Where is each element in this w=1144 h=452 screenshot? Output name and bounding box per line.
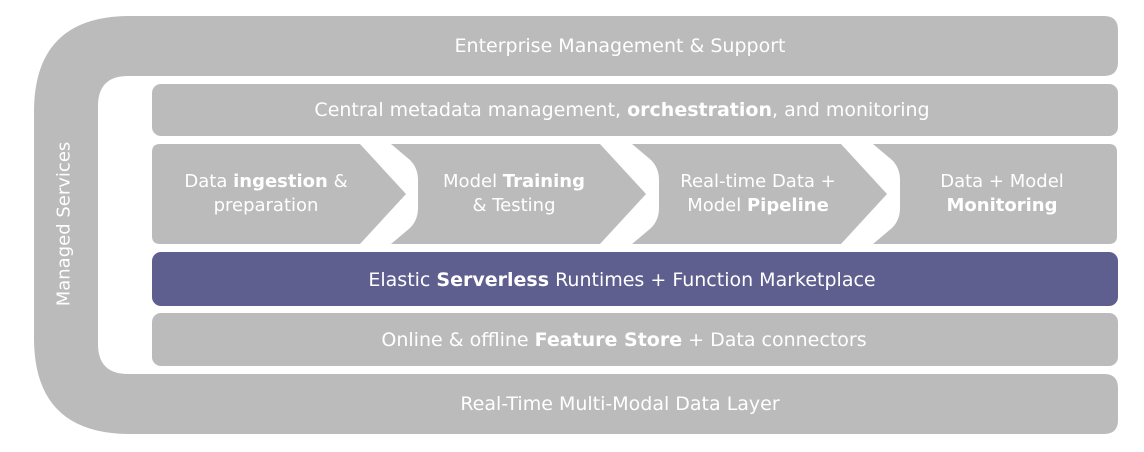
stage-4-line2-bold: Monitoring <box>946 195 1058 216</box>
stage-shape-ingestion <box>152 144 406 244</box>
stage-label-pipeline: Real-time Data + Model Pipeline <box>680 170 835 218</box>
stage-2-line1-bold: Training <box>502 171 585 192</box>
stage-label-monitoring: Data + Model Monitoring <box>940 170 1064 218</box>
metadata-bar-text-bold: orchestration <box>627 99 772 121</box>
stage-label-training: Model Training & Testing <box>443 170 585 218</box>
stage-shape-monitoring <box>873 144 1117 244</box>
metadata-bar-label: Central metadata management, orchestrati… <box>314 98 929 122</box>
stage-3-line2-bold: Pipeline <box>746 195 829 216</box>
feature-store-bar-text-post: + Data connectors <box>682 329 867 351</box>
stage-2-line2-pre: & Testing <box>472 195 556 216</box>
stage-label-ingestion: Data ingestion & preparation <box>184 170 347 218</box>
stage-shape-pipeline <box>632 144 887 244</box>
metadata-bar-text-post: , and monitoring <box>771 99 930 121</box>
stage-1-line1-post: & <box>327 171 348 192</box>
serverless-bar-label: Elastic Serverless Runtimes + Function M… <box>368 268 875 292</box>
stage-4-line1-pre: Data + Model <box>940 171 1064 192</box>
serverless-bar <box>152 252 1118 306</box>
feature-store-bar <box>152 313 1118 366</box>
serverless-bar-text-bold: Serverless <box>436 269 550 291</box>
managed-services-frame <box>34 16 1118 434</box>
stage-1-line2-pre: preparation <box>213 195 319 216</box>
metadata-bar <box>152 84 1118 136</box>
stage-3-line1-pre: Real-time Data + <box>680 171 836 192</box>
stage-shape-training <box>391 144 646 244</box>
stage-3-line2-pre: Model <box>687 195 747 216</box>
feature-store-bar-text-pre: Online & offline <box>381 329 535 351</box>
stage-2-line1-pre: Model <box>443 171 503 192</box>
stage-1-line1-pre: Data <box>184 171 234 192</box>
enterprise-bar-label: Enterprise Management & Support <box>454 35 786 57</box>
feature-store-bar-label: Online & offline Feature Store + Data co… <box>381 328 866 352</box>
stage-1-line1-bold: ingestion <box>233 171 328 192</box>
metadata-bar-text-pre: Central metadata management, <box>314 99 628 121</box>
data-layer-bar-label: Real-Time Multi-Modal Data Layer <box>460 393 780 415</box>
managed-services-label: Managed Services <box>53 141 75 307</box>
serverless-bar-text-post: Runtimes + Function Marketplace <box>549 269 876 291</box>
serverless-bar-text-pre: Elastic <box>368 269 437 291</box>
feature-store-bar-text-bold: Feature Store <box>534 329 683 351</box>
